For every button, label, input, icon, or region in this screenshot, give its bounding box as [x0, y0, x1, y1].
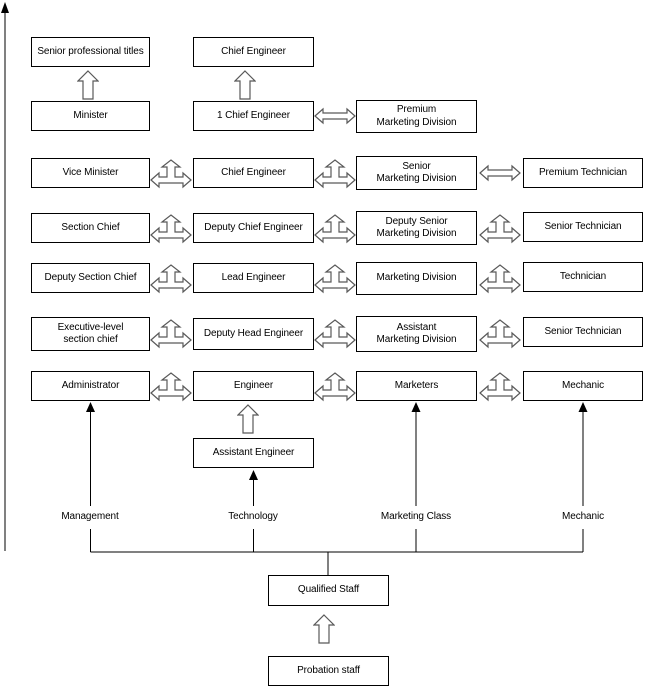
three-way-arrow-icon	[479, 264, 521, 293]
box-administrator: Administrator	[31, 371, 150, 401]
three-way-arrow-icon	[314, 264, 356, 293]
thin-arrowhead-icon	[249, 470, 258, 480]
box-chief-engineer: Chief Engineer	[193, 158, 314, 188]
box-lead-engineer: Lead Engineer	[193, 263, 314, 293]
box-assistant-marketing-division: Assistant Marketing Division	[356, 316, 477, 352]
box-executive-level-section-chief: Executive-level section chief	[31, 317, 150, 351]
box-senior-marketing-division: Senior Marketing Division	[356, 156, 477, 190]
box-section-chief: Section Chief	[31, 213, 150, 243]
thin-arrowhead-icon	[411, 402, 421, 412]
three-way-arrow-icon	[150, 319, 192, 348]
box-qualified-staff: Qualified Staff	[268, 575, 389, 606]
box-premium-technician: Premium Technician	[523, 158, 643, 188]
box-assistant-engineer: Assistant Engineer	[193, 438, 314, 468]
box-premium-marketing-division: Premium Marketing Division	[356, 100, 477, 133]
three-way-arrow-icon	[150, 264, 192, 293]
label-mechanic: Mechanic	[528, 511, 638, 526]
label-management: Management	[35, 511, 145, 526]
box-marketing-division: Marketing Division	[356, 262, 477, 295]
double-arrow-icon	[479, 165, 521, 181]
label-technology: Technology	[198, 511, 308, 526]
box-chief-engineer-top: Chief Engineer	[193, 37, 314, 67]
up-arrow-icon	[77, 70, 99, 100]
box-senior-technician-lower: Senior Technician	[523, 317, 643, 347]
three-way-arrow-icon	[479, 319, 521, 348]
box-mechanic: Mechanic	[523, 371, 643, 401]
three-way-arrow-icon	[150, 372, 192, 401]
box-engineer: Engineer	[193, 371, 314, 401]
box-deputy-section-chief: Deputy Section Chief	[31, 263, 150, 293]
box-vice-minister: Vice Minister	[31, 158, 150, 188]
axis-arrowhead-icon	[1, 2, 9, 13]
thin-arrowhead-icon	[578, 402, 588, 412]
three-way-arrow-icon	[314, 159, 356, 188]
box-technician: Technician	[523, 262, 643, 292]
box-minister: Minister	[31, 101, 150, 131]
up-arrow-icon	[313, 614, 335, 644]
box-marketers: Marketers	[356, 371, 477, 401]
three-way-arrow-icon	[314, 372, 356, 401]
three-way-arrow-icon	[314, 319, 356, 348]
box-senior-technician-upper: Senior Technician	[523, 212, 643, 242]
box-probation-staff: Probation staff	[268, 656, 389, 686]
up-arrow-icon	[234, 70, 256, 100]
box-deputy-head-engineer: Deputy Head Engineer	[193, 318, 314, 350]
double-arrow-icon	[314, 108, 356, 124]
label-marketing-class: Marketing Class	[361, 511, 471, 526]
box-senior-professional-titles: Senior professional titles	[31, 37, 150, 67]
up-arrow-icon	[237, 404, 259, 434]
three-way-arrow-icon	[150, 214, 192, 243]
thin-arrowhead-icon	[86, 402, 95, 412]
box-1-chief-engineer: 1 Chief Engineer	[193, 101, 314, 131]
three-way-arrow-icon	[479, 214, 521, 243]
box-deputy-chief-engineer: Deputy Chief Engineer	[193, 213, 314, 243]
box-deputy-senior-marketing-division: Deputy Senior Marketing Division	[356, 211, 477, 245]
three-way-arrow-icon	[314, 214, 356, 243]
three-way-arrow-icon	[150, 159, 192, 188]
three-way-arrow-icon	[479, 372, 521, 401]
